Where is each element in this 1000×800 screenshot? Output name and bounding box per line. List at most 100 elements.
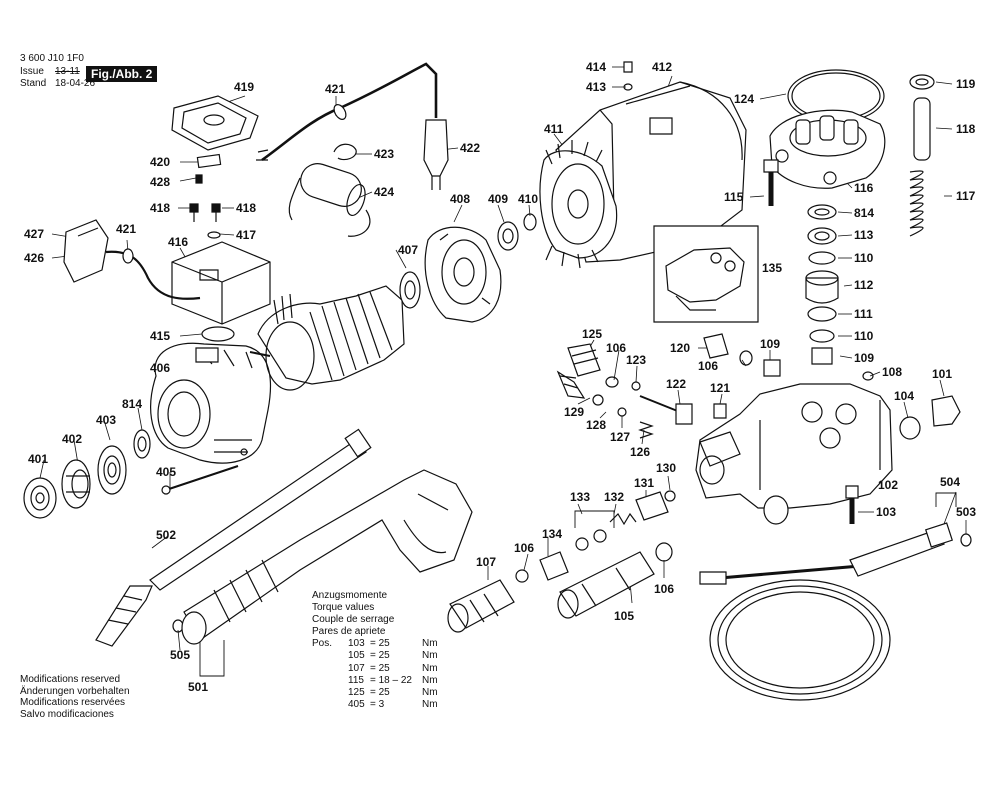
part-label: 111 <box>854 307 873 321</box>
bearing-409 <box>498 222 518 250</box>
part-label: 115 <box>724 190 744 204</box>
part-label: 401 <box>28 452 49 466</box>
oring-106 <box>606 377 618 387</box>
part-label: 405 <box>156 465 177 479</box>
plug-121 <box>714 404 726 418</box>
pump-housing-102 <box>696 384 892 524</box>
part-label: 126 <box>630 445 651 459</box>
ring-106b <box>740 351 752 365</box>
screws-414-413 <box>624 62 632 90</box>
screw-103 <box>846 486 858 524</box>
part-label: 128 <box>586 418 607 432</box>
piston-118 <box>914 98 930 160</box>
ring-410 <box>524 214 536 230</box>
part-label: 417 <box>236 228 257 242</box>
doc-number: 3 600 J10 1F0 <box>20 53 84 64</box>
screw-428 <box>196 175 202 183</box>
part-label: 108 <box>882 365 903 379</box>
part-label: 112 <box>854 278 874 292</box>
part-label: 133 <box>570 490 591 504</box>
lance-502 <box>96 429 371 646</box>
part-label: 118 <box>956 122 976 136</box>
part-label: 103 <box>876 505 897 519</box>
oring-128 <box>593 395 603 405</box>
part-label: 131 <box>634 476 655 490</box>
fan-402 <box>62 460 90 508</box>
part-label: 411 <box>544 122 564 136</box>
part-label: 424 <box>374 185 395 199</box>
issue-value: 13-11 <box>55 66 80 77</box>
part-label: 101 <box>932 367 953 381</box>
part-label: 119 <box>956 77 976 91</box>
nut-401 <box>24 478 56 518</box>
torque-title-fr: Couple de serrage <box>312 614 395 626</box>
rings-133 <box>576 530 606 550</box>
part-label: 123 <box>626 353 647 367</box>
part-label: 110 <box>854 329 874 343</box>
torque-table: Anzugsmomente Torque values Couple de se… <box>312 590 438 711</box>
seal-stack <box>806 205 838 364</box>
spring-132 <box>610 514 636 524</box>
check-valve-134 <box>540 552 568 580</box>
note-es: Salvo modificaciones <box>20 708 114 720</box>
stand-label: Stand <box>20 78 47 89</box>
plug-120 <box>704 334 728 358</box>
part-label: 420 <box>150 155 171 169</box>
ring-127 <box>618 408 626 416</box>
part-label: 106 <box>606 341 627 355</box>
part-label: 503 <box>956 505 977 519</box>
oring-415 <box>202 327 234 341</box>
part-label: 127 <box>610 430 631 444</box>
control-box-416 <box>172 242 270 324</box>
bearing-403 <box>98 446 126 494</box>
part-label: 428 <box>150 175 171 189</box>
part-label: 102 <box>878 478 899 492</box>
spring-117 <box>910 171 923 236</box>
plug-101 <box>932 396 960 426</box>
oring-104 <box>900 417 920 439</box>
torque-row: 405 = 3 Nm <box>348 698 438 710</box>
part-label: 125 <box>582 327 603 341</box>
part-label: 418 <box>150 201 171 215</box>
part-label: 415 <box>150 329 171 343</box>
switch-420 <box>197 155 220 168</box>
part-label: 129 <box>564 405 585 419</box>
part-label: 413 <box>586 80 607 94</box>
torque-row: 125 = 25 Nm <box>348 686 438 698</box>
part-label: 124 <box>734 92 755 106</box>
fitting-107 <box>448 580 514 632</box>
part-label: 106 <box>698 359 719 373</box>
swashplate-116 <box>770 110 885 188</box>
part-label: 422 <box>460 141 481 155</box>
part-label: 505 <box>170 648 191 662</box>
part-label: 427 <box>24 227 45 241</box>
torque-row: 115 = 18 – 22 Nm <box>348 674 438 686</box>
spring-126 <box>640 422 652 438</box>
washer-417 <box>208 232 220 238</box>
part-label: 106 <box>514 541 535 555</box>
part-label: 421 <box>325 82 346 96</box>
oring-106d <box>656 543 672 561</box>
part-label: 407 <box>398 243 419 257</box>
part-label: 416 <box>168 235 189 249</box>
valve-131 <box>636 492 668 520</box>
part-label: 116 <box>854 181 874 195</box>
torque-row: 105 = 25 Nm <box>348 650 438 662</box>
bracket-408 <box>425 227 501 322</box>
part-label: 409 <box>488 192 509 206</box>
plug-109 <box>764 360 780 376</box>
part-label: 106 <box>654 582 675 596</box>
part-label: 120 <box>670 341 691 355</box>
inset-135 <box>654 226 758 322</box>
washer-130 <box>665 491 675 501</box>
modification-notes: Modifications reserved Änderungen vorbeh… <box>20 674 130 720</box>
part-label: 402 <box>62 432 83 446</box>
part-label: 107 <box>476 555 497 569</box>
bracket-lines <box>200 493 956 676</box>
part-label: 117 <box>956 189 976 203</box>
part-label: 814 <box>854 206 875 220</box>
part-label: 122 <box>666 377 687 391</box>
part-label: 130 <box>656 461 677 475</box>
part-label: 423 <box>374 147 395 161</box>
